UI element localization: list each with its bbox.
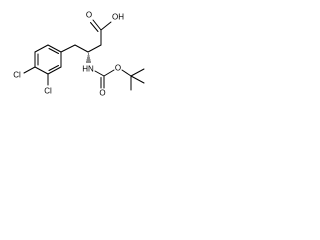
tbu-methyl-right: [130, 68, 145, 77]
tert-butyl-group: [130, 68, 145, 91]
carbamate-o-ether-label: O: [115, 64, 121, 73]
tbu-methyl-lower-right: [130, 75, 145, 84]
ch2-to-chiral-bond: [74, 44, 89, 53]
cl-bond-upper: [23, 66, 36, 74]
carbonyl-o-label: O: [86, 11, 92, 20]
n-to-carbonyl-bond: [94, 70, 105, 77]
ring-double-inner-2: [48, 65, 59, 71]
ring-bond-3: [47, 66, 62, 75]
benzene-ring: [34, 44, 62, 75]
chiral-to-ch2-bond: [87, 44, 102, 53]
ring-bond-4: [34, 66, 49, 75]
ether-o-to-tbu-bond: [121, 69, 132, 77]
ring-double-inner-1: [48, 48, 59, 54]
chloro-lower-label: Cl: [44, 87, 52, 96]
cooh-single-bond: [100, 21, 112, 31]
chloro-upper-label: Cl: [13, 71, 21, 80]
ring-bond-6: [34, 44, 49, 53]
carbamate-o-double-label: O: [99, 89, 105, 98]
structural-formula: Cl Cl O OH HN O O: [13, 11, 145, 98]
amine-label: HN: [82, 65, 94, 74]
hashed-wedge-bond: [86, 53, 91, 63]
benzyl-bond: [60, 44, 76, 53]
carbonyl-to-ether-o-bond: [103, 69, 115, 77]
cooh-double-bond-a: [92, 19, 102, 31]
cooh-double-bond-b: [90, 22, 99, 32]
hydroxyl-label: OH: [112, 13, 124, 22]
ring-bond-1: [47, 44, 62, 53]
